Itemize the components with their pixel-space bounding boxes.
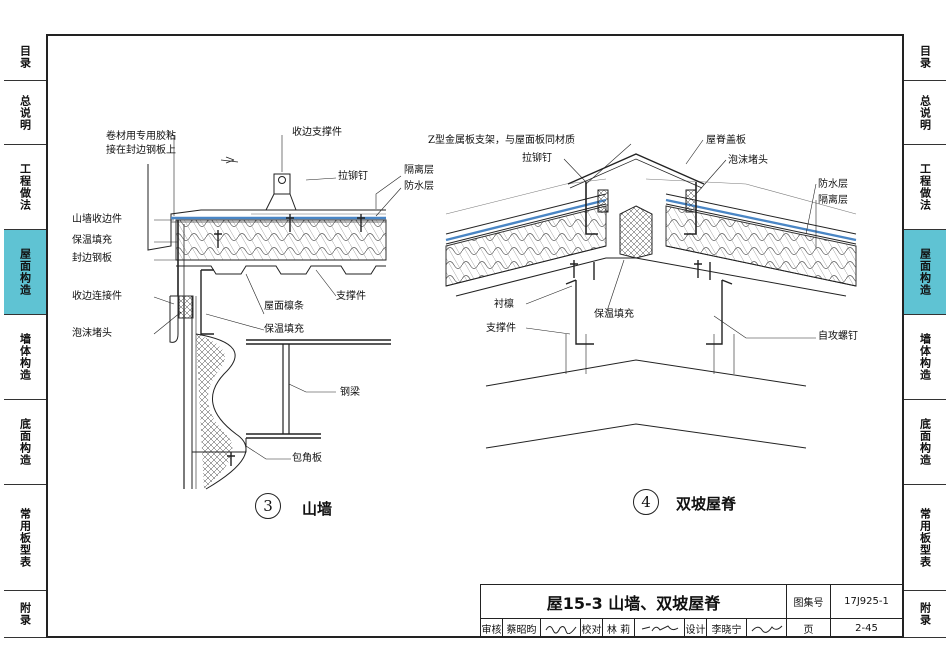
- nav-tab[interactable]: 总说明: [904, 81, 946, 145]
- page-number: 2-45: [855, 622, 878, 634]
- gable-wall-detail: [147, 129, 402, 490]
- label-edge-connector: 收边连接件: [72, 291, 122, 302]
- nav-tab[interactable]: 目录: [4, 34, 46, 81]
- nav-tab-label: 目录: [18, 45, 32, 69]
- designer-signature: [747, 619, 787, 637]
- detail-3-caption: 山墙: [302, 500, 333, 518]
- label-insulation-fill: 保温填充: [72, 235, 112, 246]
- detail-3-marker: 3: [255, 493, 281, 519]
- label-ridge-rivet: 拉铆钉: [522, 153, 552, 164]
- nav-tab-label: 总说明: [918, 94, 932, 131]
- drawing-frame: [46, 34, 904, 638]
- detail-4-caption: 双坡屋脊: [676, 495, 737, 513]
- nav-tab-label: 常用板型表: [18, 507, 32, 568]
- label-ridge-cover: 屋脊盖板: [706, 135, 746, 146]
- label-z-bracket: Z型金属板支架，与屋面板同材质: [428, 135, 575, 146]
- nav-tab[interactable]: 工程做法: [904, 145, 946, 230]
- sheet-title: 屋15-3 山墙、双坡屋脊: [481, 585, 787, 619]
- label-adhesive-1: 卷材用专用胶粘: [106, 131, 176, 142]
- nav-tab[interactable]: 总说明: [4, 81, 46, 145]
- review-label: 审核: [481, 619, 503, 637]
- label-ridge-isolation: 隔离层: [818, 195, 848, 206]
- label-support: 支撑件: [336, 291, 366, 302]
- label-insulation-fill-2: 保温填充: [264, 324, 304, 335]
- label-ridge-foam: 泡沫堵头: [728, 155, 768, 166]
- nav-tab[interactable]: 工程做法: [4, 145, 46, 230]
- nav-tab-label: 附录: [918, 602, 932, 626]
- label-steel-beam: 钢梁: [340, 387, 360, 398]
- checker-name: 林 莉: [603, 619, 635, 637]
- atlas-number: 17J925-1: [831, 585, 902, 619]
- nav-tab-label: 墙体构造: [18, 333, 32, 381]
- label-edge-support: 收边支撑件: [292, 127, 342, 138]
- label-ridge-support: 支撑件: [486, 323, 516, 334]
- nav-tab-label: 附录: [18, 602, 32, 626]
- label-adhesive-2: 接在封边钢板上: [106, 145, 176, 156]
- atlas-label: 图集号: [787, 585, 831, 619]
- design-label: 设计: [685, 619, 707, 637]
- label-foam-plug: 泡沫堵头: [72, 328, 112, 339]
- nav-tab-label: 底面构造: [918, 418, 932, 466]
- label-lining-purlin: 衬檩: [494, 299, 514, 310]
- nav-tab[interactable]: 目录: [904, 34, 946, 81]
- nav-tab-label: 工程做法: [18, 163, 32, 211]
- label-waterproof: 防水层: [404, 181, 434, 192]
- nav-tab[interactable]: 底面构造: [4, 400, 46, 485]
- nav-tab-label: 墙体构造: [918, 333, 932, 381]
- reviewer-name: 蔡昭昀: [503, 619, 541, 637]
- check-label: 校对: [581, 619, 603, 637]
- ridge-detail: [445, 139, 857, 449]
- nav-tab-label: 目录: [918, 45, 932, 69]
- nav-tab[interactable]: 常用板型表: [904, 485, 946, 591]
- nav-tab-label: 屋面构造: [918, 248, 932, 296]
- nav-tab-label: 工程做法: [918, 163, 932, 211]
- label-corner-plate: 包角板: [292, 453, 322, 464]
- construction-drawing: [147, 129, 857, 490]
- label-rivet: 拉铆钉: [338, 171, 368, 182]
- label-wall-edge: 山墙收边件: [72, 214, 122, 225]
- label-screw: 自攻螺钉: [818, 331, 858, 342]
- label-purlin: 屋面檩条: [264, 301, 304, 312]
- title-block: 屋15-3 山墙、双坡屋脊 图集号 17J925-1 审核 蔡昭昀 校对 林 莉…: [480, 584, 904, 638]
- nav-tab[interactable]: 常用板型表: [4, 485, 46, 591]
- label-ridge-waterproof: 防水层: [818, 179, 848, 190]
- label-isolation: 隔离层: [404, 165, 434, 176]
- nav-tab[interactable]: 墙体构造: [4, 315, 46, 400]
- checker-signature: [635, 619, 685, 637]
- nav-tab[interactable]: 底面构造: [904, 400, 946, 485]
- nav-tab-label: 屋面构造: [18, 248, 32, 296]
- detail-4-marker: 4: [633, 489, 659, 515]
- page-label: 页: [787, 619, 831, 637]
- nav-tab[interactable]: 附录: [4, 591, 46, 638]
- right-nav: 目录总说明工程做法屋面构造墙体构造底面构造常用板型表附录: [904, 34, 946, 638]
- nav-tab[interactable]: 屋面构造: [904, 230, 946, 315]
- nav-tab-label: 常用板型表: [918, 507, 932, 568]
- label-ridge-insulation: 保温填充: [594, 309, 634, 320]
- left-nav: 目录总说明工程做法屋面构造墙体构造底面构造常用板型表附录: [4, 34, 46, 638]
- label-edge-plate: 封边钢板: [72, 253, 112, 264]
- nav-tab[interactable]: 附录: [904, 591, 946, 638]
- nav-tab-label: 总说明: [18, 94, 32, 131]
- nav-tab[interactable]: 屋面构造: [4, 230, 46, 315]
- reviewer-signature: [541, 619, 581, 637]
- nav-tab-label: 底面构造: [18, 418, 32, 466]
- designer-name: 李晓宁: [707, 619, 747, 637]
- nav-tab[interactable]: 墙体构造: [904, 315, 946, 400]
